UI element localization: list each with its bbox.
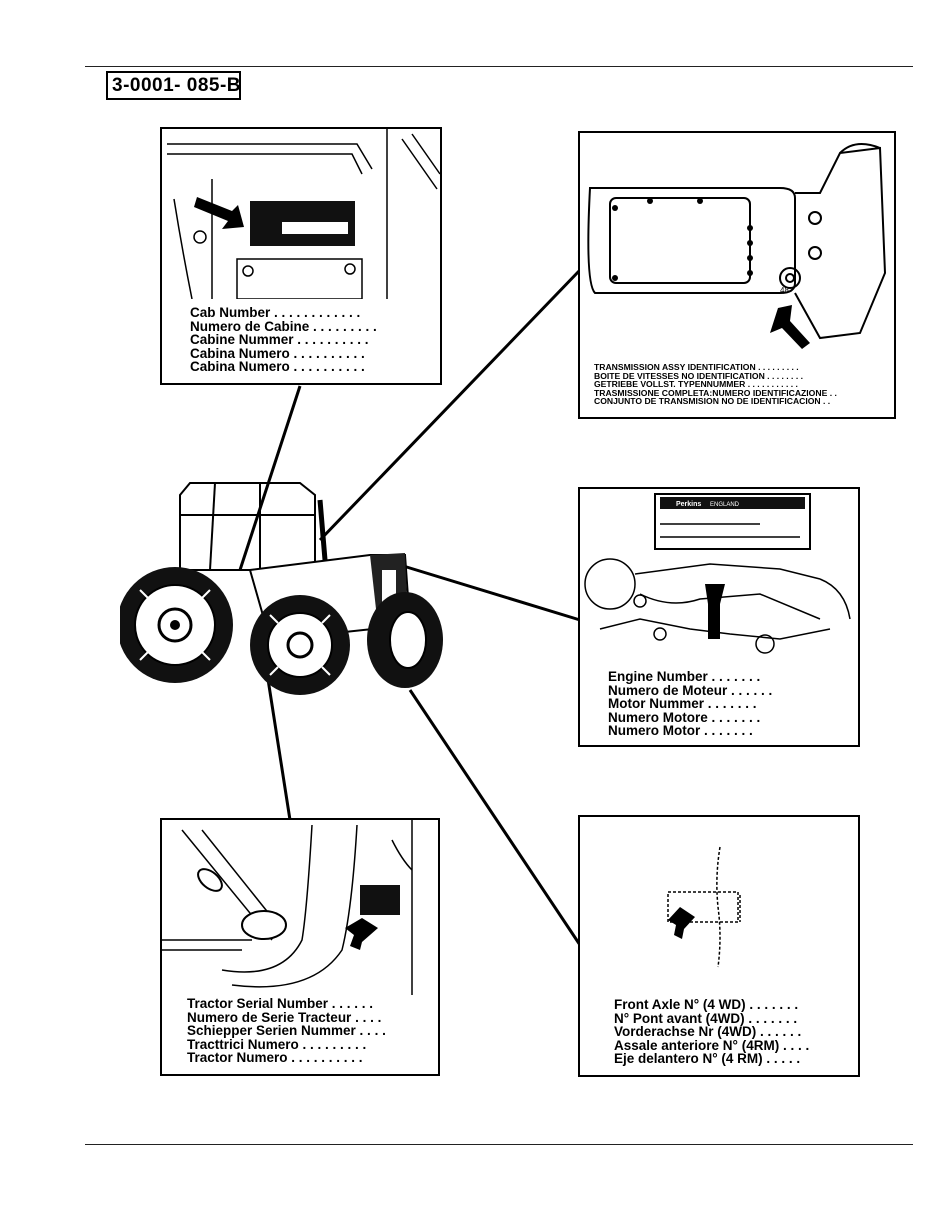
caption-line: Numero de Cabine . . . . . . . . . [190,318,377,334]
caption-line: Vorderachse Nr (4WD) . . . . . . [614,1024,802,1039]
caption-line: Cabine Nummer . . . . . . . . . . [190,332,369,347]
caption-line: CONJUNTO DE TRANSMISION NO DE IDENTIFICA… [594,396,831,407]
transmission-plate-text: 48 [780,286,789,295]
caption-line: Numero de Serie Tracteur . . . . [187,1009,382,1025]
caption-line: Tracttrici Numero . . . . . . . . . [187,1036,367,1052]
transmission-panel: 48 TRANSMISSION ASSY IDENTIFICATION . . … [578,131,896,419]
caption-line: Assale anteriore N° (4RM) . . . . [614,1037,810,1053]
front-axle-panel: Front Axle N° (4 WD) . . . . . . . N° Po… [578,815,860,1077]
tractor-serial-caption: Tractor Serial Number . . . . . . Numero… [187,997,386,1065]
document-code-box: 3-0001- 085-B [106,71,241,100]
caption-line: Eje delantero N° (4 RM) . . . . . [614,1051,801,1066]
caption-line: Numero Motore . . . . . . . [608,709,761,725]
engine-number-panel: Perkins ENGLAND Engine Number . . . . . … [578,487,860,747]
front-axle-caption: Front Axle N° (4 WD) . . . . . . . N° Po… [614,998,809,1066]
document-code: 3-0001- 085-B [112,75,242,96]
caption-line: N° Pont avant (4WD) . . . . . . . [614,1010,798,1026]
caption-line: TRASMISSIONE COMPLETA:NUMERO IDENTIFICAZ… [594,387,837,398]
cab-plate-illustration [167,129,440,299]
tractor-serial-illustration [162,820,413,995]
caption-line: Schiepper Serien Nummer . . . . [187,1023,386,1038]
caption-line: Tractor Numero . . . . . . . . . . [187,1050,363,1065]
caption-line: Motor Nummer . . . . . . . [608,696,757,711]
cab-number-caption: Cab Number . . . . . . . . . . . . Numer… [190,306,377,374]
cab-number-panel: Cab Number . . . . . . . . . . . . Numer… [160,127,442,385]
tractor-illustration [120,482,443,695]
engine-number-caption: Engine Number . . . . . . . Numero de Mo… [608,670,772,738]
front-axle-illustration [667,846,741,968]
caption-line: Numero de Moteur . . . . . . [608,682,773,698]
bottom-rule [85,1144,913,1145]
caption-line: Front Axle N° (4 WD) . . . . . . . [614,997,799,1012]
tractor-serial-panel: Tractor Serial Number . . . . . . Numero… [160,818,440,1076]
engine-plate-origin: ENGLAND [710,502,740,508]
top-rule [85,66,913,67]
caption-line: TRANSMISSION ASSY IDENTIFICATION . . . .… [594,362,799,372]
transmission-caption: TRANSMISSION ASSY IDENTIFICATION . . . .… [594,363,837,406]
caption-line: Cabina Numero . . . . . . . . . . [190,359,365,374]
caption-line: GETRIEBE VOLLST. TYPENNUMMER . . . . . .… [594,379,798,390]
engine-illustration: Perkins ENGLAND [584,493,851,654]
caption-line: Cabina Numero . . . . . . . . . . [190,345,365,361]
transmission-illustration: 48 [587,143,887,349]
caption-line: Cab Number . . . . . . . . . . . . [190,305,361,320]
engine-plate-brand: Perkins [676,501,701,508]
caption-line: Tractor Serial Number . . . . . . [187,996,374,1011]
caption-line: BOITE DE VITESSES NO IDENTIFICATION . . … [594,370,803,381]
caption-line: Engine Number . . . . . . . [608,669,761,684]
caption-line: Numero Motor . . . . . . . [608,723,753,738]
